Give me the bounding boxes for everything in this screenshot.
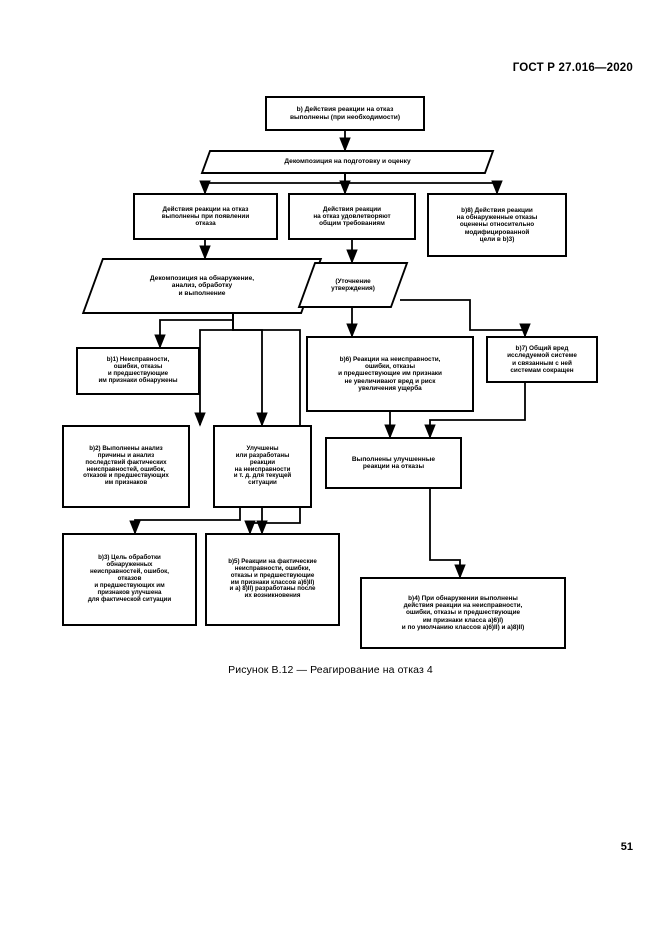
node-b2[interactable]: b)2) Выполнены анализ причины и анализ п… [62, 425, 190, 508]
node-b4[interactable]: b)4) При обнаружении выполнены действия … [360, 577, 566, 649]
node-b6[interactable]: b)6) Реакции на неисправности, ошибки, о… [306, 336, 474, 412]
node-text: b)3) Цель обработки обнаруженных неиспра… [87, 554, 172, 603]
node-text: Действия реакции на отказ выполнены при … [161, 205, 250, 228]
node-text: b) Действия реакции на отказ выполнены (… [289, 106, 401, 121]
page-number: 51 [620, 841, 633, 853]
node-text: (Уточнение утверждения) [331, 277, 375, 292]
node-performed-improved-responses[interactable]: Выполнены улучшенные реакции на отказы [325, 437, 462, 489]
node-b3[interactable]: b)3) Цель обработки обнаруженных неиспра… [62, 533, 197, 626]
node-b1[interactable]: b)1) Неисправности, ошибки, отказы и пре… [76, 347, 200, 395]
node-text: b)6) Реакции на неисправности, ошибки, о… [338, 356, 442, 392]
node-text: b)7) Общий вред исследуемой системе и св… [507, 345, 577, 374]
node-decomposition-preparation[interactable]: Декомпозиция на подготовку и оценку [200, 150, 495, 174]
node-text: Действия реакции на отказ удовлетворяют … [313, 205, 391, 228]
node-b5[interactable]: b)5) Реакции на фактические неисправност… [205, 533, 340, 626]
node-decomposition-detection[interactable]: Декомпозиция на обнаружение, анализ, обр… [81, 258, 323, 314]
node-text: Выполнены улучшенные реакции на отказы [351, 455, 436, 470]
node-text: b)2) Выполнены анализ причины и анализ п… [83, 444, 169, 487]
node-b7[interactable]: b)7) Общий вред исследуемой системе и св… [486, 336, 598, 383]
node-refinement[interactable]: (Уточнение утверждения) [297, 262, 409, 308]
node-text: b)8) Действия реакции на обнаруженные от… [456, 207, 538, 243]
node-improved-responses[interactable]: Улучшены или разработаны реакции на неис… [213, 425, 312, 508]
node-top-claim[interactable]: b) Действия реакции на отказ выполнены (… [265, 96, 425, 131]
node-text: Декомпозиция на обнаружение, анализ, обр… [149, 274, 255, 297]
node-actions-on-failure[interactable]: Действия реакции на отказ выполнены при … [133, 193, 278, 240]
figure-caption: Рисунок В.12 — Реагирование на отказ 4 [228, 664, 433, 676]
node-text: b)1) Неисправности, ошибки, отказы и пре… [98, 356, 178, 384]
node-text: Декомпозиция на подготовку и оценку [284, 158, 411, 166]
node-text: Улучшены или разработаны реакции на неис… [233, 444, 292, 487]
node-text: b)5) Реакции на фактические неисправност… [228, 557, 317, 600]
node-actions-general-requirements[interactable]: Действия реакции на отказ удовлетворяют … [288, 193, 416, 240]
node-text: b)4) При обнаружении выполнены действия … [401, 595, 525, 631]
node-b8[interactable]: b)8) Действия реакции на обнаруженные от… [427, 193, 567, 257]
figure-b12: b) Действия реакции на отказ выполнены (… [62, 96, 598, 649]
standard-header: ГОСТ Р 27.016—2020 [512, 62, 633, 74]
